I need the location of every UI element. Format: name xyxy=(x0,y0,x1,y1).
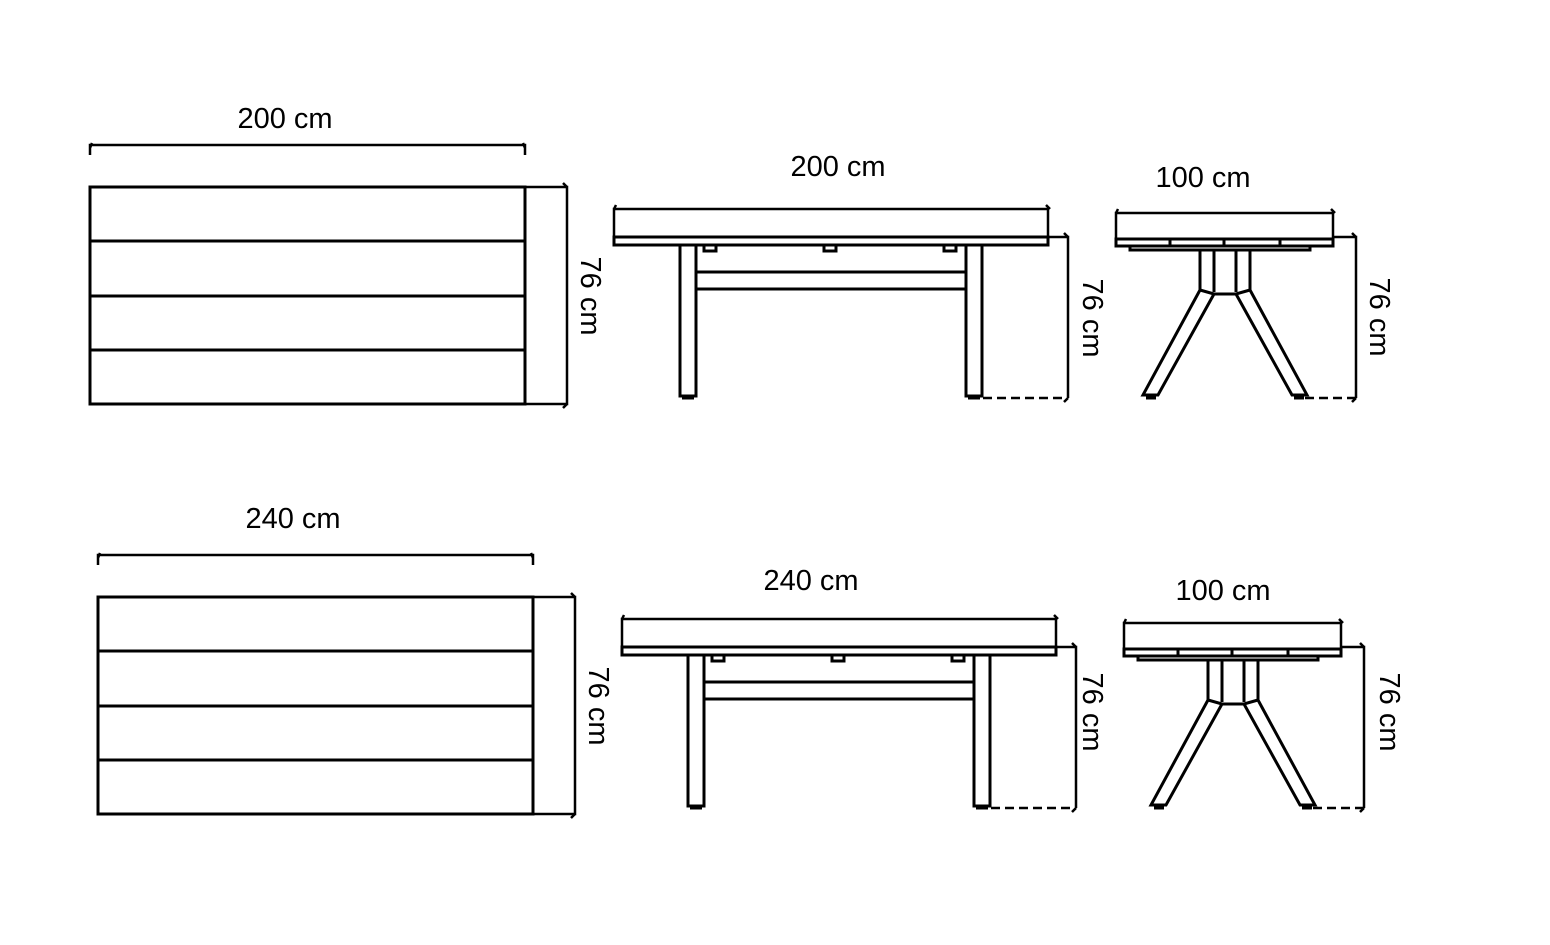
top-view-height-label: 76 cm xyxy=(574,257,606,336)
side-view-width-label: 200 cm xyxy=(790,151,885,183)
end-view-width-label: 100 cm xyxy=(1155,162,1250,194)
end-view-height-label: 76 cm xyxy=(1363,278,1395,357)
top-view-height-label: 76 cm xyxy=(582,667,614,746)
side-view-height-label: 76 cm xyxy=(1076,279,1108,358)
row-1: 200 cm 76 cm 200 cm 76 cm 100 cm 76 cm xyxy=(88,103,1395,410)
row-2: 240 cm 76 cm 240 cm 76 cm 100 cm 76 cm xyxy=(96,503,1405,820)
end-view-height-label: 76 cm xyxy=(1373,673,1405,752)
top-view-width-label: 240 cm xyxy=(245,503,340,535)
side-view-width-label: 240 cm xyxy=(763,565,858,597)
side-view-height-label: 76 cm xyxy=(1076,673,1108,752)
end-view-width-label: 100 cm xyxy=(1175,575,1270,607)
top-view-width-label: 200 cm xyxy=(237,103,332,135)
